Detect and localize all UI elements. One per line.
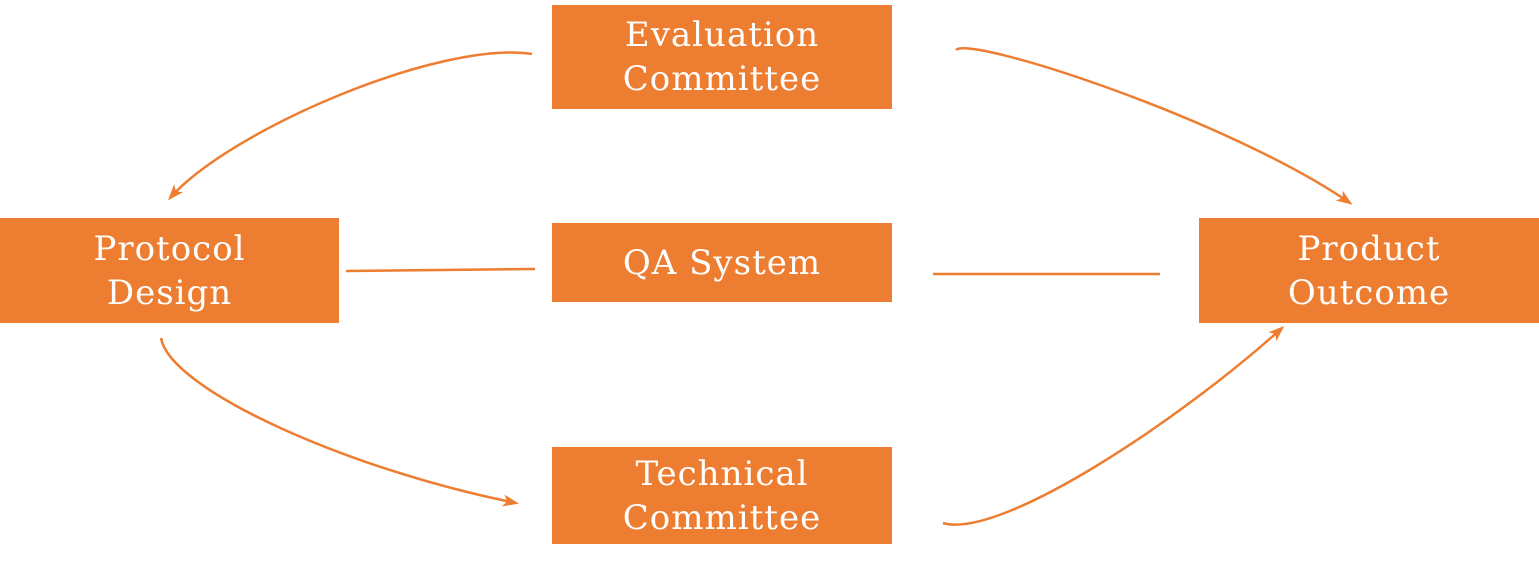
arrow-protocol-to-technical (159, 337, 519, 507)
node-protocol-design: Protocol Design (0, 218, 339, 323)
node-label-line: Technical (635, 453, 809, 494)
node-evaluation-committee: Evaluation Committee (552, 5, 892, 109)
node-label-line: Outcome (1287, 272, 1451, 313)
node-label-line: Product (1297, 228, 1441, 269)
node-qa-system: QA System (552, 223, 892, 302)
node-label-line: Committee (622, 59, 822, 99)
node-label-line: Evaluation (624, 15, 820, 55)
node-label-line: Design (106, 272, 233, 313)
node-label-line: Protocol (93, 228, 246, 269)
arrow-evaluation-to-product (955, 47, 1353, 205)
node-label-line: Committee (622, 497, 822, 538)
arrow-technical-to-product (942, 325, 1285, 526)
node-label-line: QA System (622, 242, 822, 283)
line-protocol-to-qa (345, 267, 536, 273)
node-technical-committee: Technical Committee (552, 447, 892, 544)
node-product-outcome: Product Outcome (1199, 218, 1539, 323)
arrow-evaluation-to-protocol (168, 51, 533, 201)
